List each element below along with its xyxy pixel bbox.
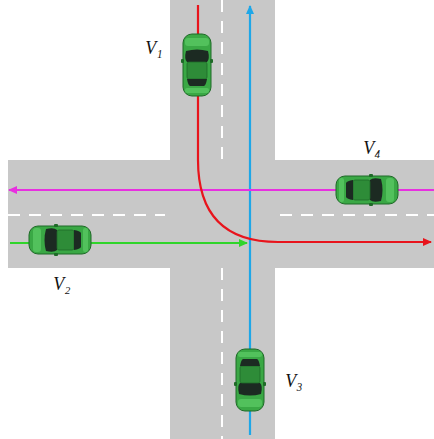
lane-markings — [8, 0, 434, 439]
road — [8, 0, 434, 439]
vehicle-label: V₄ — [363, 139, 380, 157]
trajectories — [9, 5, 434, 435]
vehicles — [29, 34, 398, 411]
vehicle-label: V₂ — [53, 275, 70, 293]
vehicle-label: V₃ — [285, 372, 302, 390]
vehicle-label: V₁ — [145, 39, 162, 57]
